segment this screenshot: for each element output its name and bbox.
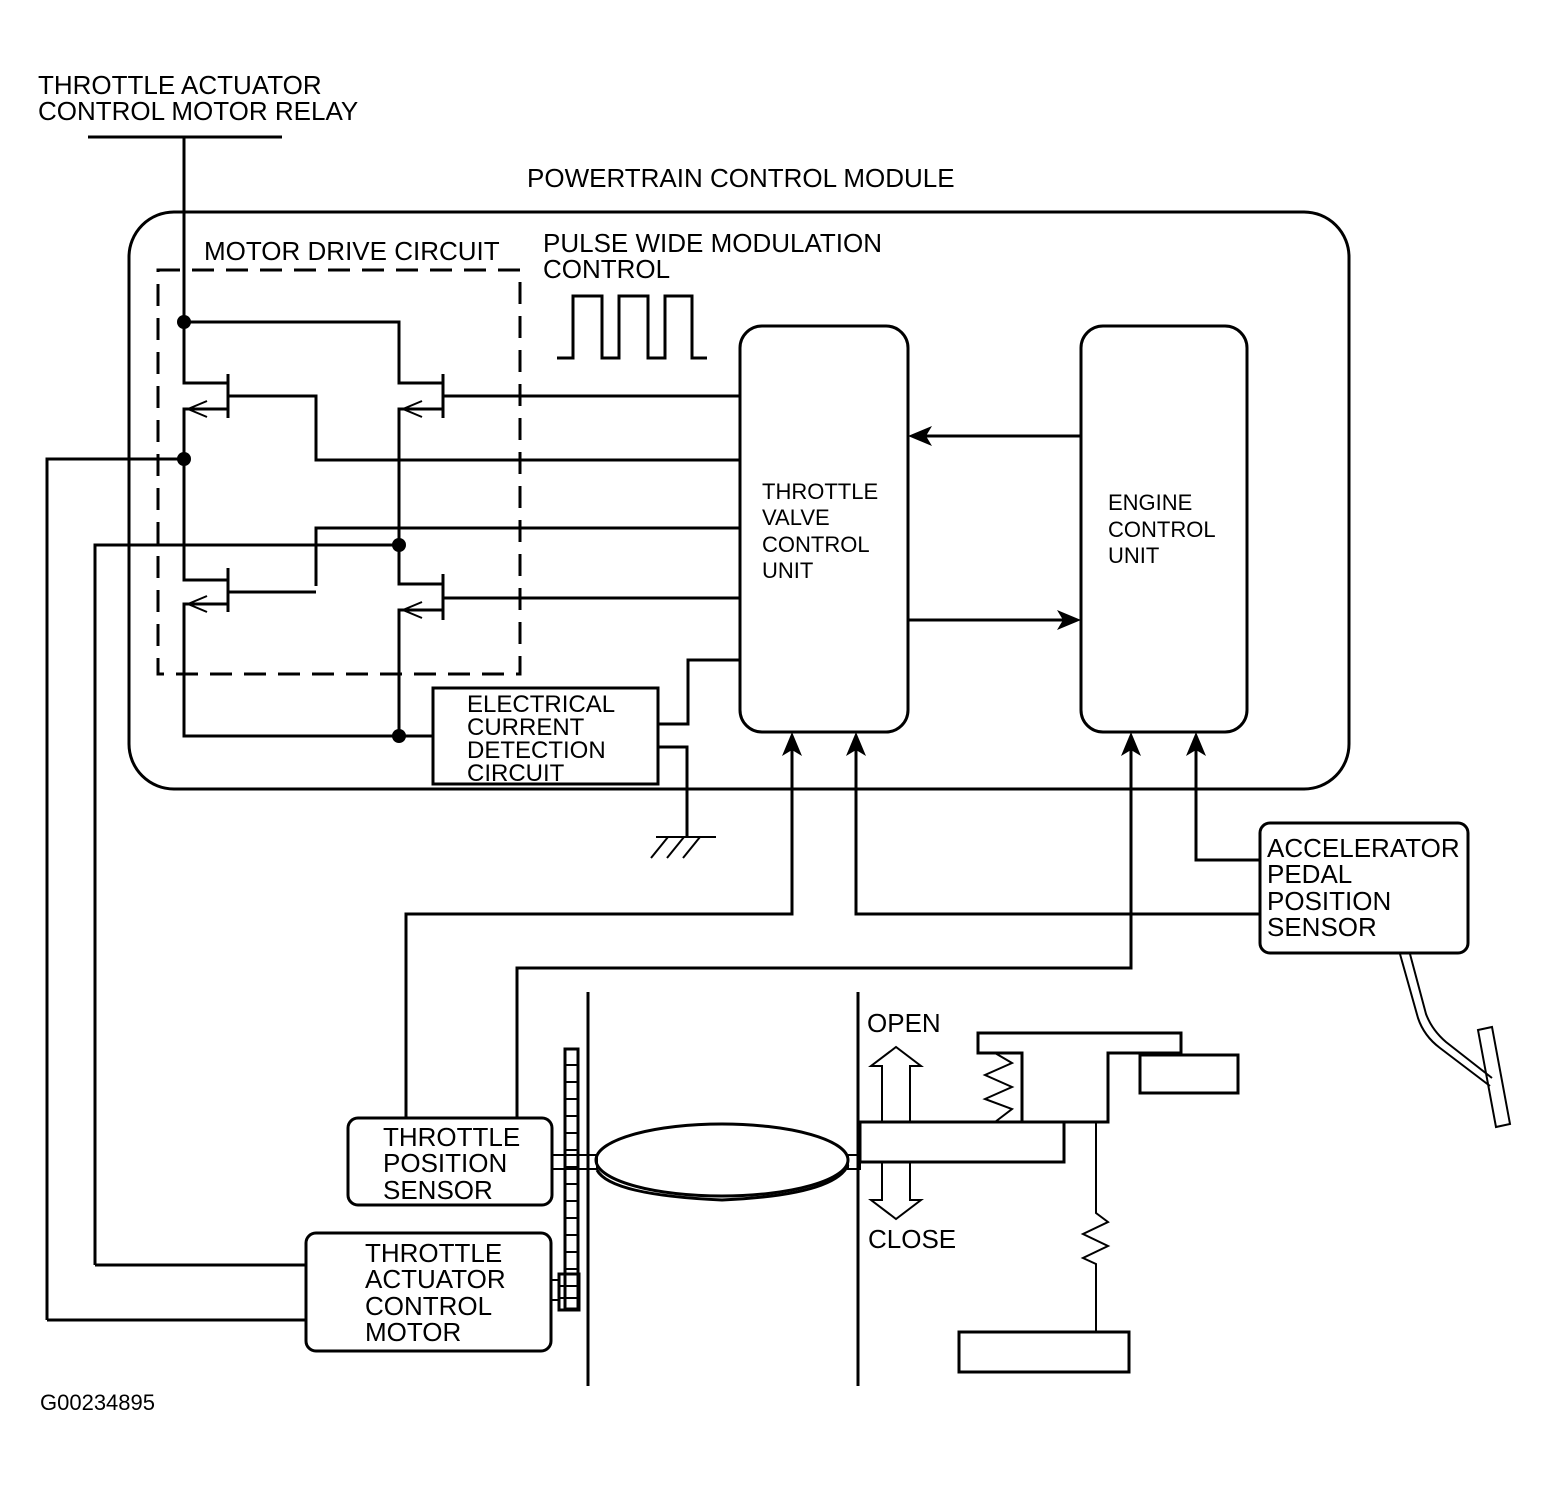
svg-text:CONTROL: CONTROL bbox=[1108, 517, 1216, 542]
svg-text:ACCELERATOR: ACCELERATOR bbox=[1267, 833, 1460, 863]
svg-text:CONTROL: CONTROL bbox=[365, 1291, 492, 1321]
current-detect-to-tvcu-wire bbox=[658, 658, 740, 726]
engine-control-unit bbox=[1079, 324, 1249, 734]
svg-text:SENSOR: SENSOR bbox=[383, 1175, 493, 1205]
close-label: CLOSE bbox=[868, 1224, 956, 1254]
pwm-label: PULSE WIDE MODULATION CONTROL bbox=[543, 228, 882, 284]
throttle-lever-mechanism bbox=[858, 1031, 1240, 1374]
ground-wire bbox=[658, 745, 689, 837]
relay-label: THROTTLE ACTUATOR CONTROL MOTOR RELAY bbox=[38, 70, 358, 126]
accelerator-pedal-icon bbox=[1399, 953, 1512, 1129]
current-detection-circuit bbox=[431, 686, 660, 786]
svg-text:PEDAL: PEDAL bbox=[1267, 859, 1352, 889]
apps-to-tvcu-wire bbox=[854, 748, 1260, 916]
svg-text:THROTTLE: THROTTLE bbox=[365, 1238, 502, 1268]
throttle-valve-plate bbox=[550, 1122, 861, 1202]
svg-text:POSITION: POSITION bbox=[383, 1148, 507, 1178]
gear-rack bbox=[557, 1047, 581, 1312]
apps-to-ecu-wire bbox=[1194, 748, 1260, 862]
tps-to-ecu-wire bbox=[515, 748, 1133, 1118]
motor-drive-circuit-boundary bbox=[156, 268, 522, 676]
svg-text:POSITION: POSITION bbox=[1267, 886, 1391, 916]
motor-label: THROTTLE ACTUATOR CONTROL MOTOR bbox=[365, 1238, 506, 1347]
current-detect-label: ELECTRICAL CURRENT DETECTION CIRCUIT bbox=[467, 691, 615, 787]
svg-text:VALVE: VALVE bbox=[762, 505, 830, 530]
tps-to-tvcu-wire bbox=[404, 748, 794, 1118]
svg-text:CONTROL: CONTROL bbox=[543, 254, 670, 284]
h-bridge bbox=[45, 315, 740, 1320]
svg-text:MOTOR: MOTOR bbox=[365, 1317, 461, 1347]
arrow-head-icon bbox=[1057, 610, 1081, 630]
pcm-module-box bbox=[127, 210, 1351, 791]
figure-id: G00234895 bbox=[40, 1390, 155, 1415]
svg-text:UNIT: UNIT bbox=[762, 558, 813, 583]
arrow-head-icon bbox=[1121, 732, 1141, 756]
pwm-waveform bbox=[557, 294, 707, 360]
arrow-head-icon bbox=[1186, 732, 1206, 756]
arrow-head-icon bbox=[782, 732, 802, 756]
motor-drive-label: MOTOR DRIVE CIRCUIT bbox=[204, 236, 500, 266]
svg-text:CIRCUIT: CIRCUIT bbox=[467, 760, 565, 787]
close-arrow-icon bbox=[868, 1161, 924, 1221]
svg-text:THROTTLE ACTUATOR: THROTTLE ACTUATOR bbox=[38, 70, 322, 100]
open-label: OPEN bbox=[867, 1008, 941, 1038]
svg-text:UNIT: UNIT bbox=[1108, 543, 1159, 568]
arrow-head-icon bbox=[846, 732, 866, 756]
svg-text:CONTROL: CONTROL bbox=[762, 532, 870, 557]
accelerator-pedal-position-sensor bbox=[1258, 821, 1470, 955]
svg-text:PULSE WIDE MODULATION: PULSE WIDE MODULATION bbox=[543, 228, 882, 258]
throttle-position-sensor bbox=[346, 1116, 554, 1207]
svg-text:ACTUATOR: ACTUATOR bbox=[365, 1264, 506, 1294]
tvcu-label: THROTTLE VALVE CONTROL UNIT bbox=[762, 479, 878, 583]
arrow-head-icon bbox=[908, 426, 932, 446]
ecu-label: ENGINE CONTROL UNIT bbox=[1108, 490, 1216, 568]
svg-text:CONTROL MOTOR RELAY: CONTROL MOTOR RELAY bbox=[38, 96, 358, 126]
open-arrow-icon bbox=[868, 1045, 924, 1123]
apps-label: ACCELERATOR PEDAL POSITION SENSOR bbox=[1267, 833, 1460, 942]
svg-text:DETECTION: DETECTION bbox=[467, 737, 606, 764]
svg-text:ENGINE: ENGINE bbox=[1108, 490, 1192, 515]
svg-text:SENSOR: SENSOR bbox=[1267, 912, 1377, 942]
throttle-actuator-control-motor bbox=[304, 1231, 553, 1353]
svg-text:ELECTRICAL: ELECTRICAL bbox=[467, 691, 615, 718]
tps-label: THROTTLE POSITION SENSOR bbox=[383, 1122, 520, 1205]
svg-text:CURRENT: CURRENT bbox=[467, 714, 585, 741]
throttle-valve-control-unit bbox=[738, 324, 910, 734]
svg-text:THROTTLE: THROTTLE bbox=[383, 1122, 520, 1152]
svg-text:THROTTLE: THROTTLE bbox=[762, 479, 878, 504]
ground-icon bbox=[650, 836, 716, 859]
pcm-label: POWERTRAIN CONTROL MODULE bbox=[527, 163, 955, 193]
